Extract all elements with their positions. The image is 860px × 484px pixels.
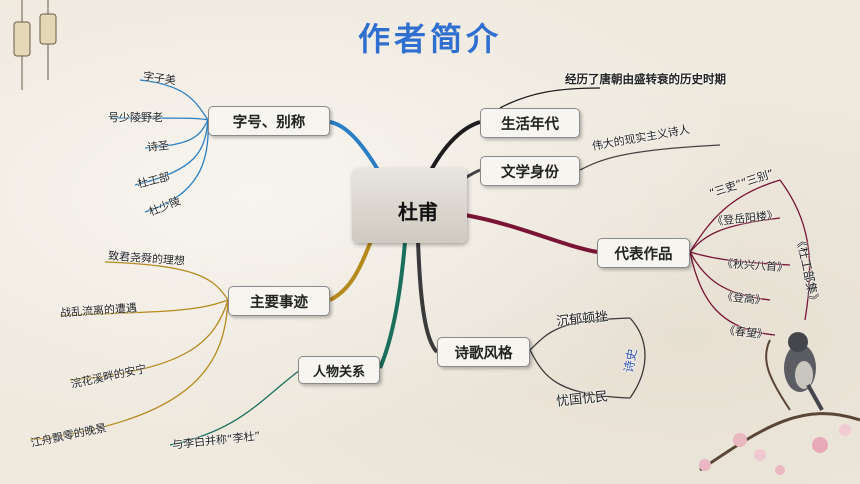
center-node — [352, 168, 467, 243]
branch-works: 代表作品 — [597, 238, 690, 268]
branch-relations-label: 人物关系 — [312, 364, 365, 380]
leaf-era-0: 经历了唐朝由盛转衰的历史时期 — [565, 72, 726, 86]
connector-style — [416, 239, 439, 354]
branch-relations: 人物关系 — [298, 356, 380, 384]
branch-events-label: 主要事迹 — [250, 294, 308, 311]
connector-works — [464, 213, 598, 254]
branch-style-label: 诗歌风格 — [454, 345, 513, 362]
branch-style: 诗歌风格 — [437, 337, 530, 367]
connector-names — [329, 120, 380, 172]
leaf-names-1: 号少陵野老 — [108, 111, 163, 124]
branch-identity: 文学身份 — [480, 156, 580, 186]
connector-events — [329, 237, 374, 302]
lantern-icon — [13, 0, 57, 90]
page-title: 作者简介 — [357, 20, 502, 58]
branch-works-label: 代表作品 — [614, 246, 673, 263]
branch-names-label: 字号、别称 — [232, 114, 306, 131]
connector-relations — [378, 241, 407, 369]
branch-events: 主要事迹 — [228, 286, 330, 316]
connector-era — [428, 120, 481, 173]
branch-era: 生活年代 — [480, 108, 580, 138]
branch-era-label: 生活年代 — [501, 116, 559, 133]
branch-identity-label: 文学身份 — [501, 164, 559, 181]
bird-icon — [784, 332, 824, 411]
center-node-label: 杜甫 — [398, 200, 438, 224]
leaf-names-2: 诗圣 — [146, 138, 170, 155]
plum-blossom-decoration — [699, 339, 860, 475]
branch-names: 字号、别称 — [208, 106, 330, 136]
